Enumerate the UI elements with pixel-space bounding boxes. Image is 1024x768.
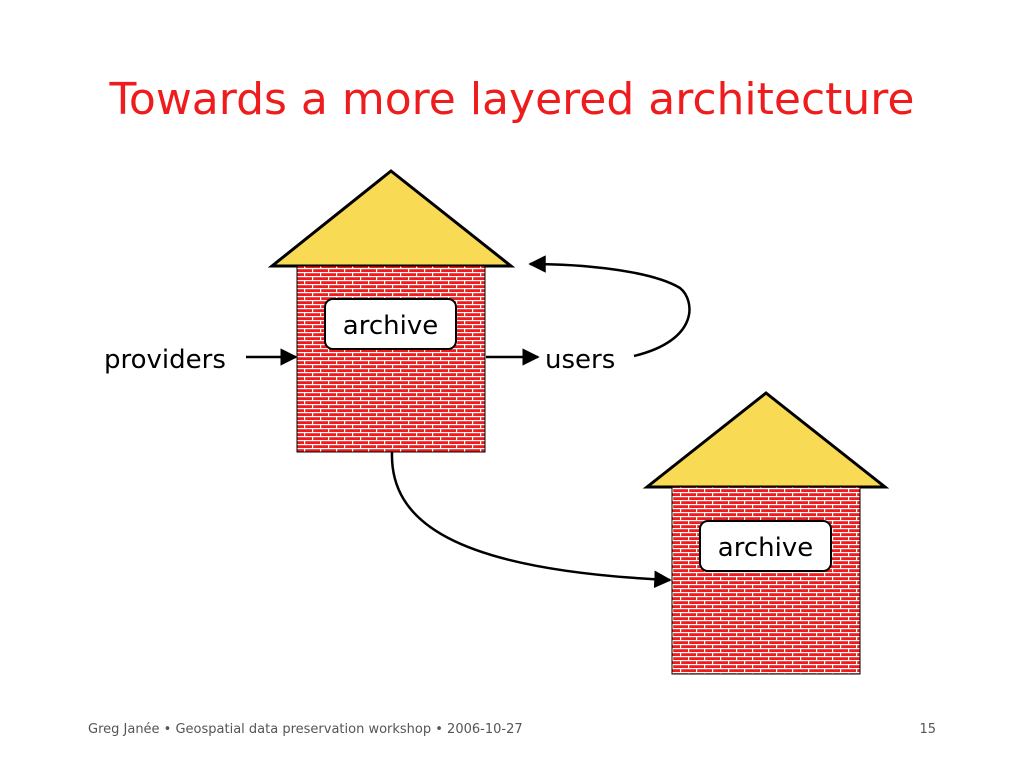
archive-label-secondary: archive	[718, 533, 813, 563]
archive-label-primary: archive	[343, 311, 438, 341]
archive-house-secondary: archive	[642, 391, 890, 675]
feedback-loop-arrow	[528, 255, 691, 358]
archive-house-primary: archive	[267, 169, 516, 453]
archive-label-box-primary	[324, 298, 457, 350]
archive-label-box-secondary	[699, 520, 832, 572]
page-number: 15	[919, 722, 936, 737]
slide-title: Towards a more layered architecture	[109, 74, 915, 125]
house-brick-wall-secondary	[671, 486, 861, 675]
house-roof-primary	[267, 169, 516, 268]
slide-footer: Greg Janée • Geospatial data preservatio…	[88, 722, 523, 737]
house-roof-secondary	[642, 391, 890, 489]
house-brick-wall-primary	[296, 265, 486, 453]
users-label: users	[545, 345, 615, 375]
archive-transfer-arrow	[390, 451, 672, 589]
providers-label: providers	[104, 345, 226, 375]
